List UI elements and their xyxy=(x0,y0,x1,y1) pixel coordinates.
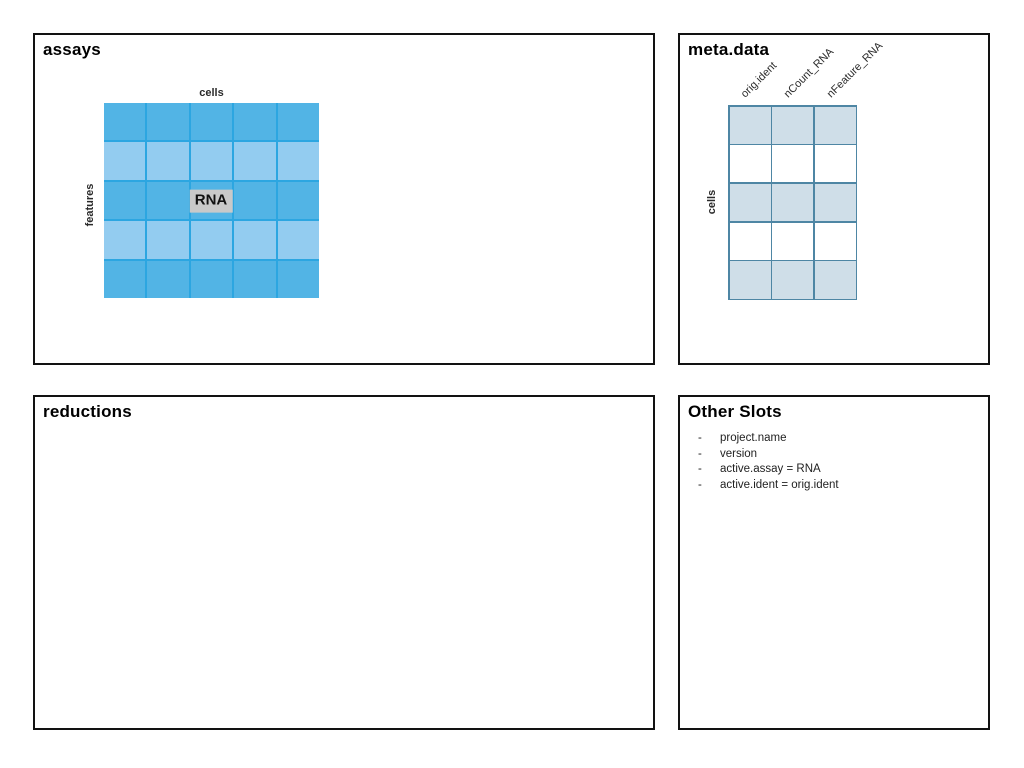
matrix-cell xyxy=(104,181,146,220)
matrix-cell xyxy=(234,103,276,141)
matrix-cell xyxy=(814,106,856,144)
matrix-cell xyxy=(814,222,856,260)
other-slots-list: - project.name - version - active.assay … xyxy=(680,431,988,493)
matrix-cell xyxy=(772,183,813,222)
slot-item: - project.name xyxy=(680,431,988,447)
matrix-cell xyxy=(147,181,189,220)
list-dash-bullet: - xyxy=(698,463,702,475)
matrix-cell xyxy=(104,142,146,180)
panel-meta-data: meta.data orig.ident nCount_RNA nFeature… xyxy=(678,33,990,365)
slot-item-label: project.name xyxy=(720,432,787,444)
panel-other-slots: Other Slots - project.name - version - a… xyxy=(678,395,990,730)
slot-item: - active.ident = orig.ident xyxy=(680,478,988,494)
matrix-cell xyxy=(234,221,276,259)
matrix-cell xyxy=(814,183,856,222)
matrix-cell xyxy=(729,261,771,299)
list-dash-bullet: - xyxy=(698,478,702,491)
matrix-cell xyxy=(729,145,771,183)
matrix-cell xyxy=(814,145,856,183)
matrix-cell xyxy=(104,103,146,141)
list-dash-bullet: - xyxy=(698,432,702,444)
meta-column-label-nfeature-rna: nFeature_RNA xyxy=(824,39,886,101)
panel-reductions: reductions xyxy=(33,395,655,730)
assay-name-badge: RNA xyxy=(189,189,233,213)
matrix-cell xyxy=(190,221,233,259)
matrix-cell xyxy=(234,142,276,180)
matrix-cell xyxy=(277,260,319,298)
matrix-cell xyxy=(147,103,189,141)
matrix-cell xyxy=(104,260,146,298)
matrix-cell xyxy=(814,261,856,299)
slot-item-label: active.assay = RNA xyxy=(720,463,821,475)
assays-cells-axis-label: cells xyxy=(199,87,224,99)
matrix-cell xyxy=(277,142,319,180)
panel-meta-data-title: meta.data xyxy=(688,40,770,59)
matrix-cell xyxy=(729,222,771,260)
matrix-cell xyxy=(234,181,276,220)
matrix-cell xyxy=(190,142,233,180)
matrix-cell xyxy=(277,221,319,259)
meta-column-label-orig-ident: orig.ident xyxy=(738,59,780,101)
matrix-cell xyxy=(277,181,319,220)
slot-item-label: active.ident = orig.ident xyxy=(720,478,839,491)
assays-features-axis-label: features xyxy=(84,183,96,227)
matrix-cell xyxy=(772,261,813,299)
matrix-cell xyxy=(772,222,813,260)
meta-cells-axis-label: cells xyxy=(706,189,718,215)
panel-other-slots-title: Other Slots xyxy=(688,402,782,421)
matrix-cell xyxy=(729,183,771,222)
matrix-cell xyxy=(147,221,189,259)
matrix-cell xyxy=(234,260,276,298)
matrix-cell xyxy=(104,221,146,259)
slot-item: - active.assay = RNA xyxy=(680,462,988,478)
matrix-cell xyxy=(772,106,813,144)
matrix-cell xyxy=(772,145,813,183)
assay-matrix xyxy=(104,103,319,298)
matrix-cell xyxy=(190,103,233,141)
meta-data-table xyxy=(728,105,857,300)
matrix-cell xyxy=(277,103,319,141)
panel-assays-title: assays xyxy=(43,40,101,59)
matrix-cell xyxy=(729,106,771,144)
panel-assays: assays cells features RNA xyxy=(33,33,655,365)
panel-reductions-title: reductions xyxy=(43,402,132,421)
matrix-cell xyxy=(147,142,189,180)
list-dash-bullet: - xyxy=(698,447,702,460)
slot-item-label: version xyxy=(720,447,758,460)
matrix-cell xyxy=(190,260,233,298)
matrix-cell xyxy=(147,260,189,298)
slot-item: - version xyxy=(680,447,988,463)
